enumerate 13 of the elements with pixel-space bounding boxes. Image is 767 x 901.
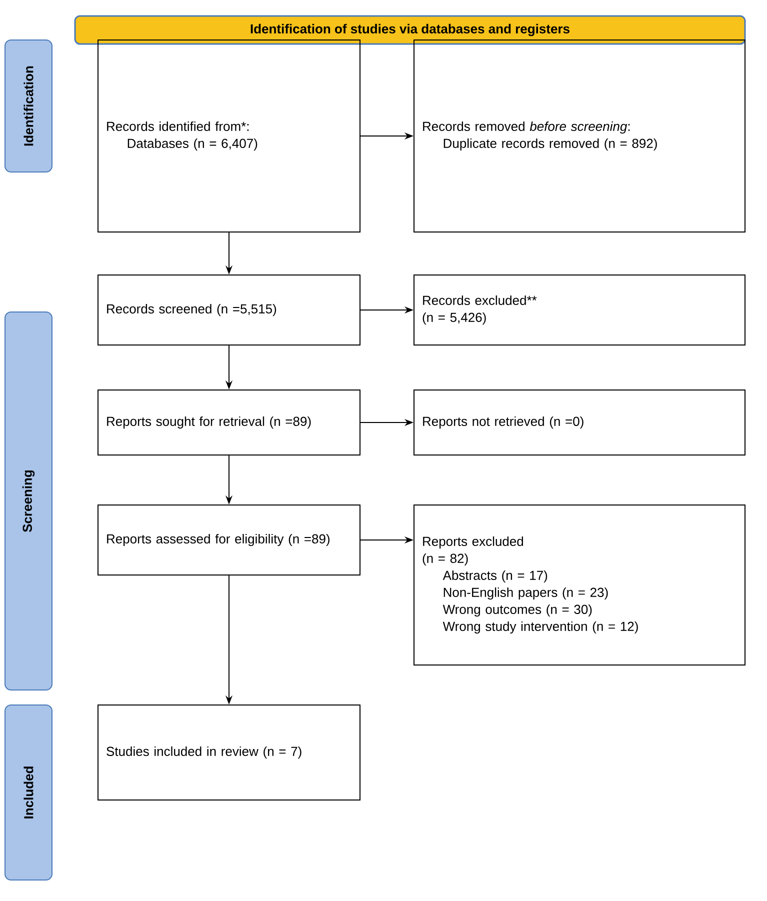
phase-band: Included bbox=[4, 704, 52, 880]
process-box: Reports assessed for eligibility (n =89) bbox=[98, 504, 360, 576]
process-box: Records identified from*: Databases (n = 6,407) bbox=[98, 40, 360, 232]
title-banner: Identification of studies via databases and registers bbox=[74, 15, 746, 45]
process-box: Records excluded** (n = 5,426) bbox=[414, 274, 746, 346]
process-box: Studies included in review (n = 7) bbox=[98, 704, 360, 800]
process-box: Reports sought for retrieval (n =89) bbox=[98, 390, 360, 456]
process-box: Records removed before screening: Duplicate records removed (n = 892) bbox=[414, 40, 746, 232]
phase-band: Identification bbox=[4, 40, 52, 172]
process-box: Reports not retrieved (n =0) bbox=[414, 390, 746, 456]
phase-band: Screening bbox=[4, 312, 52, 690]
process-box: Records screened (n =5,515) bbox=[98, 274, 360, 346]
process-box: Reports excluded (n = 82) Abstracts (n = 17) Non-English papers (n = 23) Wrong outcomes (n = 30) Wrong study intervention (n = 12) bbox=[414, 504, 746, 666]
